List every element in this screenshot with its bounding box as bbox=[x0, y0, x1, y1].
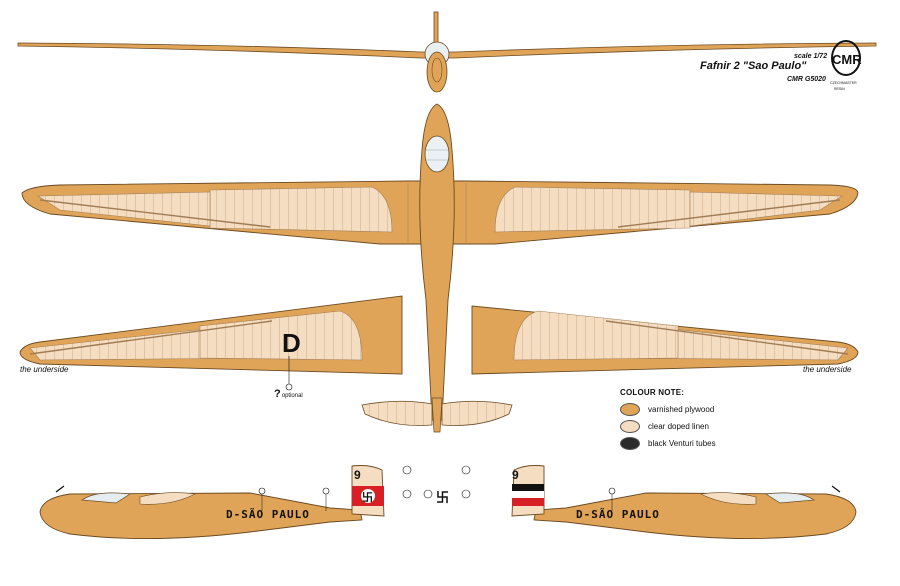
legend-item: black Venturi tubes bbox=[620, 435, 800, 452]
svg-text:CMR: CMR bbox=[832, 52, 862, 67]
legend-item: clear doped linen bbox=[620, 418, 800, 435]
canopy-left bbox=[81, 492, 132, 504]
model-title: Fafnir 2 "Sao Paulo" bbox=[700, 60, 807, 72]
scale-label: scale 1/72 bbox=[794, 53, 828, 60]
front-fuselage bbox=[426, 51, 448, 93]
swastika-mark-left: 卐 bbox=[362, 491, 373, 504]
optional-note: ?optional bbox=[274, 388, 303, 400]
title-block: scale 1/72 Fafnir 2 "Sao Paulo" CMR G502… bbox=[700, 40, 880, 102]
decal-callouts: 卐 bbox=[402, 465, 471, 505]
fin-number-left: 9 bbox=[354, 468, 361, 482]
svg-text:CZECHMASTER: CZECHMASTER bbox=[830, 81, 857, 85]
legend-item: varnished plywood bbox=[620, 401, 800, 418]
kit-code: CMR G5020 bbox=[787, 76, 826, 83]
svg-text:RESIN: RESIN bbox=[834, 87, 845, 91]
venturi-swatch bbox=[620, 437, 640, 450]
underwing-letter-marking: D bbox=[282, 328, 301, 358]
top-canopy bbox=[424, 135, 450, 173]
registration-left: D-SÃO PAULO bbox=[226, 508, 310, 521]
top-tailplane-left bbox=[361, 400, 433, 426]
legend-title: COLOUR NOTE: bbox=[620, 388, 685, 397]
underside-right-wing bbox=[471, 305, 859, 375]
canopy-right bbox=[764, 492, 815, 504]
swastika-decal-loose: 卐 bbox=[436, 490, 449, 505]
plywood-swatch bbox=[620, 403, 640, 416]
registration-right: D-SÃO PAULO bbox=[576, 508, 660, 521]
side-view-left: 卐 9 bbox=[39, 465, 385, 539]
underside-label-left: the underside bbox=[20, 365, 69, 374]
top-tailplane-right bbox=[441, 400, 513, 426]
fin-number-right: 9 bbox=[512, 468, 519, 482]
side-view-right: 9 bbox=[511, 465, 857, 539]
colour-legend: COLOUR NOTE: varnished plywood clear dop… bbox=[620, 388, 800, 452]
cmr-logo: CMR CZECHMASTER RESIN bbox=[830, 40, 862, 91]
underside-left-wing bbox=[19, 295, 403, 375]
underside-label-right: the underside bbox=[803, 365, 852, 374]
front-view bbox=[17, 11, 877, 93]
top-view bbox=[21, 103, 859, 433]
linen-swatch bbox=[620, 420, 640, 433]
